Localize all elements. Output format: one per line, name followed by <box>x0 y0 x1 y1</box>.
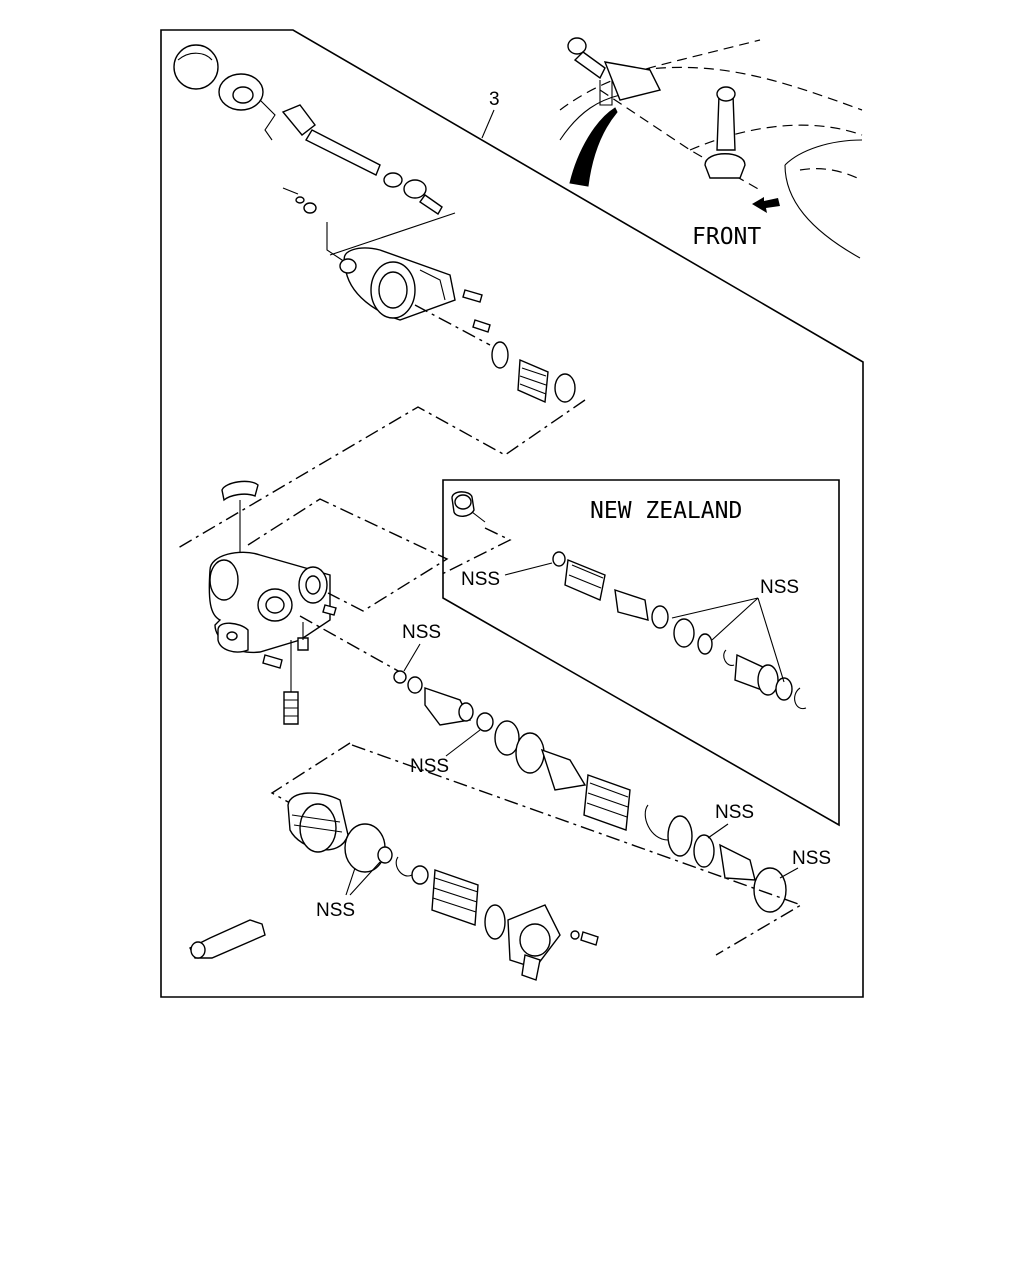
section-pointer <box>569 107 618 187</box>
part-number-callout: 3 <box>489 89 500 110</box>
middle-parts-row <box>393 670 787 913</box>
nss-label-lower-right: NSS <box>715 802 754 823</box>
nss-label-far-right: NSS <box>792 848 831 869</box>
nss-label-inset-left: NSS <box>461 569 500 590</box>
nss-label-inset-right: NSS <box>760 577 799 598</box>
nss-label-lower-left: NSS <box>316 900 355 921</box>
new-zealand-label: NEW ZEALAND <box>590 498 742 524</box>
vehicle-view <box>559 37 863 259</box>
upper-lever-assembly <box>173 44 586 549</box>
front-arrow-icon <box>752 197 780 213</box>
new-zealand-parts <box>439 491 807 710</box>
shift-knob <box>173 44 219 90</box>
lower-parts-row <box>189 742 803 981</box>
diagram-frame <box>160 29 864 998</box>
new-zealand-inset-frame <box>442 479 840 827</box>
front-label: FRONT <box>692 224 761 250</box>
nss-label-upper-mid: NSS <box>402 622 441 643</box>
nss-label-mid: NSS <box>410 756 449 777</box>
main-housing <box>208 480 449 725</box>
